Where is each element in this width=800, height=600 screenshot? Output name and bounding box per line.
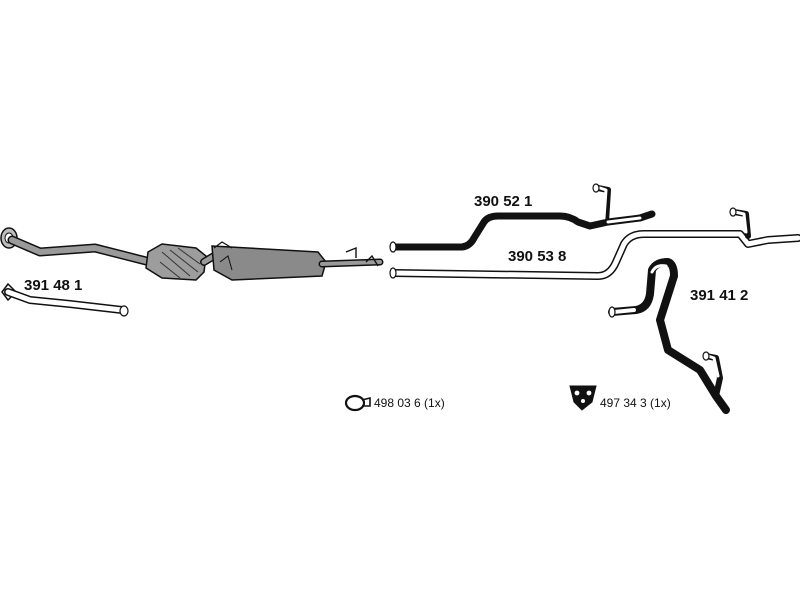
- pipe-clamp-icon: [344, 394, 371, 412]
- part-390-53-8: 390 53 8: [389, 207, 800, 280]
- rubber-mount-icon: [569, 385, 597, 411]
- part-number-label: 391 41 2: [690, 287, 748, 304]
- accessory-497-34-3: 497 34 3 (1x): [569, 385, 671, 411]
- part-390-52-1: 390 52 1: [389, 183, 656, 253]
- part-number-label: 390 53 8: [508, 248, 566, 265]
- accessory-label: 498 03 6 (1x): [374, 396, 445, 410]
- accessory-498-03-6: 498 03 6 (1x): [344, 394, 445, 412]
- part-391-41-2: 391 41 2: [608, 258, 748, 414]
- part-391-48-1: 391 48 1: [1, 277, 129, 317]
- part-number-label: 390 52 1: [474, 193, 532, 210]
- center-muffler: [211, 241, 327, 281]
- catalytic-converter: [145, 243, 207, 281]
- accessory-label: 497 34 3 (1x): [600, 396, 671, 410]
- hanger-bracket: [345, 246, 379, 267]
- part-number-label: 391 48 1: [24, 277, 82, 294]
- exhaust-assembly: [0, 227, 384, 281]
